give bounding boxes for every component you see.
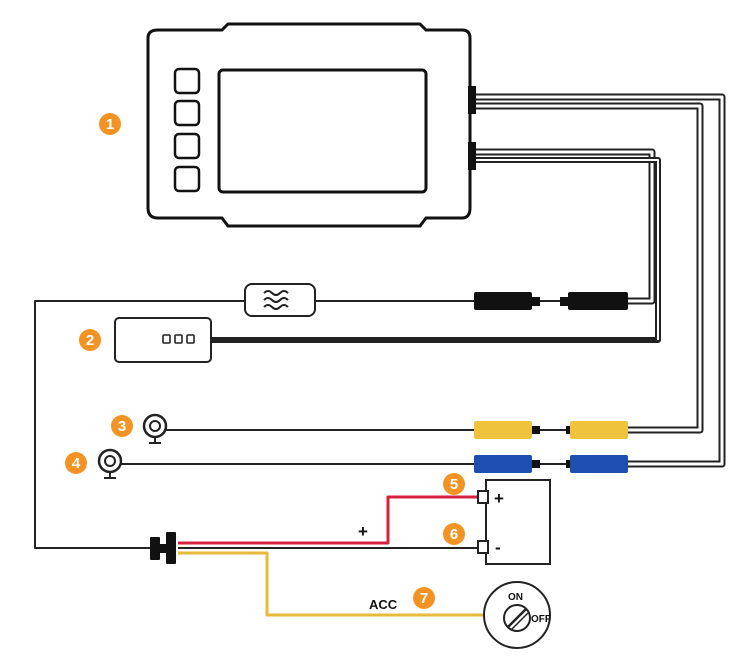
marker-4: 4 xyxy=(65,452,87,474)
svg-text:1: 1 xyxy=(106,116,114,133)
svg-text:4: 4 xyxy=(72,455,81,472)
svg-text:2: 2 xyxy=(86,332,94,349)
device-port-lower xyxy=(468,142,476,170)
yellow-acc-wire xyxy=(178,551,484,617)
remote-module xyxy=(114,317,218,363)
device-port-upper xyxy=(468,86,476,114)
marker-7: 7 xyxy=(413,587,435,609)
ignition-on-label: ON xyxy=(508,592,523,603)
device-button-1[interactable] xyxy=(173,67,201,95)
battery-minus-label: - xyxy=(495,538,501,557)
svg-text:7: 7 xyxy=(420,590,428,607)
wave-icon xyxy=(263,290,289,310)
marker-6: 6 xyxy=(443,523,465,545)
acc-label: ACC xyxy=(369,597,398,612)
ignition-off-label: OFF xyxy=(531,614,551,625)
black-connector-pair xyxy=(474,292,628,310)
yellow-connector-pair xyxy=(474,421,628,439)
svg-text:5: 5 xyxy=(450,476,458,493)
power-connector xyxy=(150,532,176,564)
device-button-4[interactable] xyxy=(173,165,201,193)
svg-text:6: 6 xyxy=(450,526,458,543)
marker-3: 3 xyxy=(111,415,133,437)
marker-5: 5 xyxy=(443,473,465,495)
device-screen xyxy=(217,68,428,194)
cable-main-to-power xyxy=(476,148,656,305)
battery: + - xyxy=(477,479,551,565)
blue-connector-pair xyxy=(474,455,628,473)
battery-plus-label: + xyxy=(494,489,504,508)
device-button-3[interactable] xyxy=(173,132,201,160)
main-device xyxy=(146,22,476,228)
ignition-key-icon: ON OFF xyxy=(483,581,551,649)
red-wire-plus-label: + xyxy=(358,522,368,541)
marker-2: 2 xyxy=(79,329,101,351)
red-positive-wire xyxy=(178,495,478,545)
svg-text:3: 3 xyxy=(118,418,126,435)
wave-module xyxy=(244,283,316,317)
camera-icon xyxy=(142,413,168,444)
marker-1: 1 xyxy=(99,113,121,135)
camera-icon xyxy=(97,448,123,479)
device-button-2[interactable] xyxy=(173,99,201,127)
wires xyxy=(34,93,726,617)
